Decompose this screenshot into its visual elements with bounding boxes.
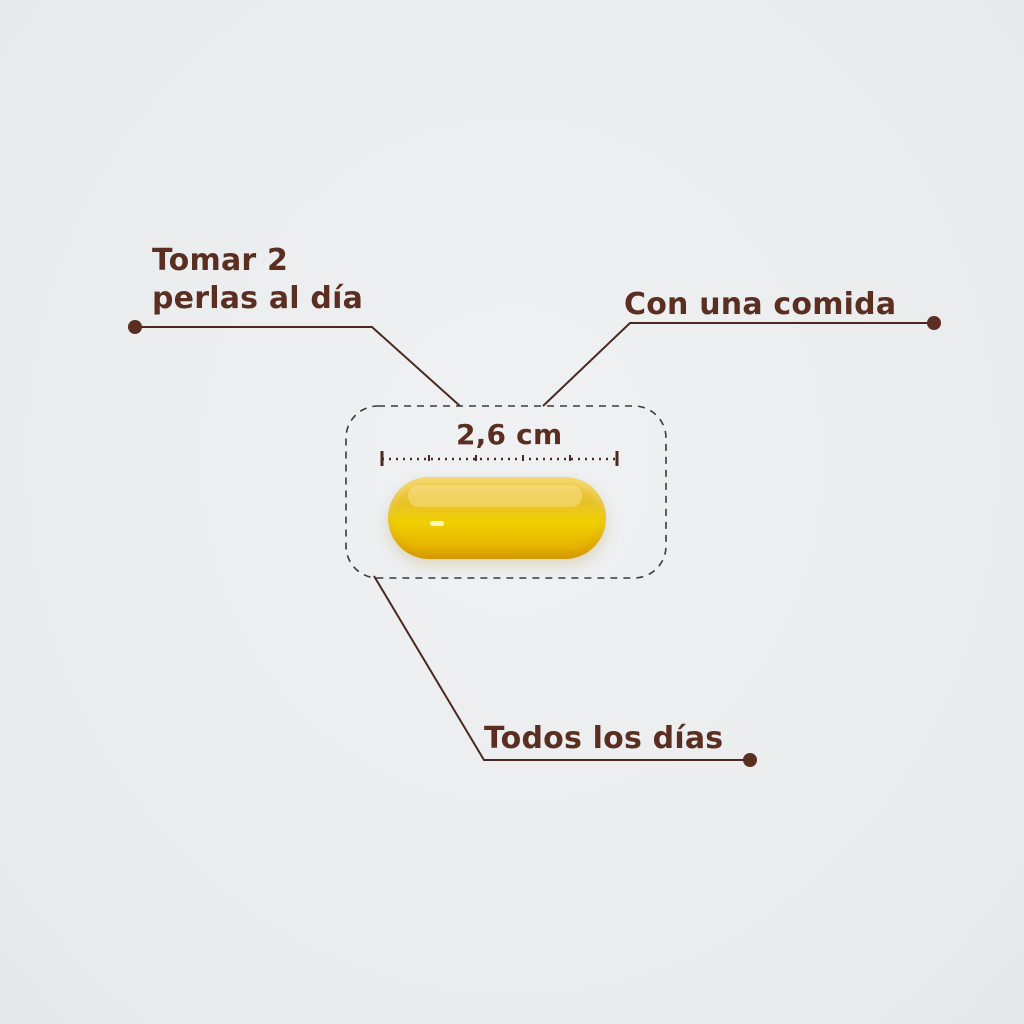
dose-leader-line [135,326,461,407]
ruler-icon [380,451,619,466]
size-label: 2,6 cm [456,418,563,451]
meal-leader-line [542,322,934,407]
meal-dot-icon [927,316,941,330]
softgel-capsule-icon [388,477,606,559]
daily-dot-icon [743,753,757,767]
dose-label-line2: perlas al día [152,281,364,316]
daily-label: Todos los días [484,721,724,756]
dose-label-line1: Tomar 2 [152,243,289,278]
dose-label: Tomar 2 perlas al día [152,242,363,318]
meal-label: Con una comida [624,287,897,322]
dose-dot-icon [128,320,142,334]
daily-leader-line [373,575,750,761]
dashed-frame [345,405,667,579]
